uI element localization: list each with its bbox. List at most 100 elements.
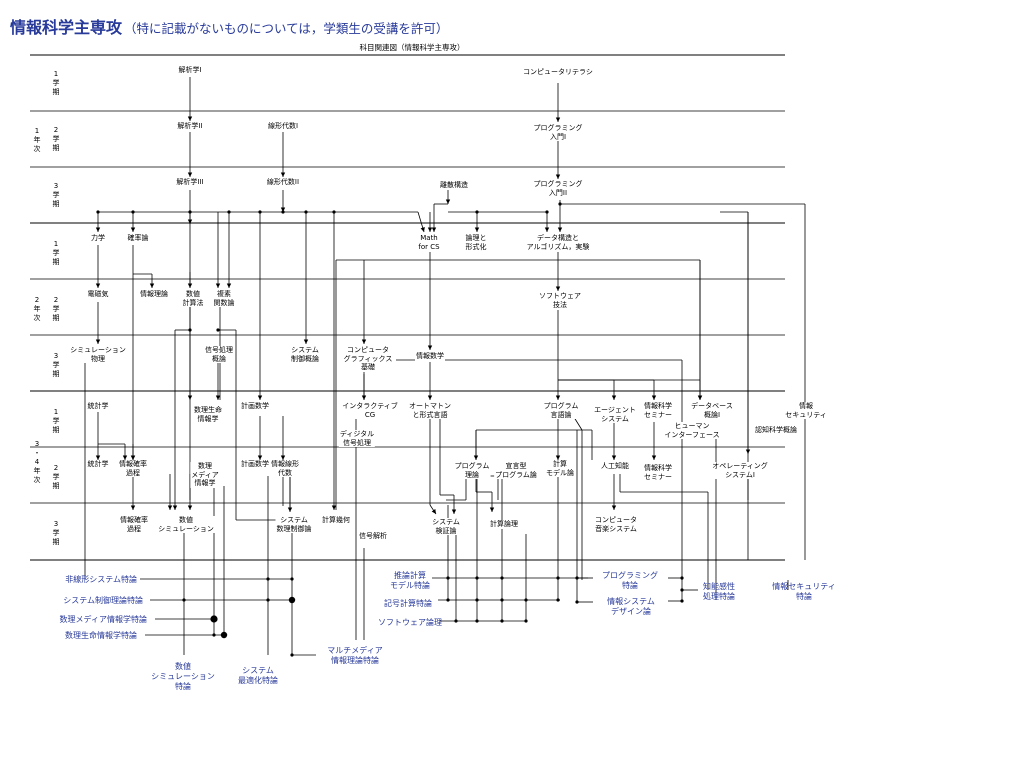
course-comp-literacy: コンピュータリテラシ xyxy=(522,68,594,77)
course-shingo-kaiseki: 信号解析 xyxy=(358,532,388,541)
arrowhead xyxy=(187,395,193,400)
arrowhead xyxy=(427,345,433,350)
semester-label: 1 学 期 xyxy=(52,70,60,96)
graduate-system-seigyo-riron: システム制御理論特論 xyxy=(63,596,143,605)
arrowhead xyxy=(95,283,101,288)
graduate-programming-tokuron: プログラミング 特論 xyxy=(602,571,658,590)
arrowhead xyxy=(473,455,479,460)
arrowhead xyxy=(420,227,425,232)
course-joho-kakuritsu2: 情報確率 過程 xyxy=(119,516,149,533)
course-ninchi: 認知科学概論 xyxy=(754,426,798,435)
graduate-suri-seimei-tokuron: 数理生命情報学特論 xyxy=(65,631,137,640)
graduate-suri-media-tokuron: 数理メディア情報学特論 xyxy=(59,615,147,624)
semester-label: 3 学 期 xyxy=(52,352,60,378)
course-prog-intro1: プログラミング 入門I xyxy=(532,124,584,141)
course-os: オペレーティング システムI xyxy=(711,462,769,479)
semester-label: 3 学 期 xyxy=(52,520,60,546)
junction-dot xyxy=(558,202,562,206)
arrowhead xyxy=(303,339,309,344)
page-header: 情報科学主専攻（特に記載がないものについては，学類生の受講を許可） xyxy=(10,14,448,38)
arrowhead xyxy=(226,283,232,288)
graduate-security-tokuron: 情報セキュリティ 特論 xyxy=(772,582,836,601)
junction-dot xyxy=(290,653,294,657)
graduate-suchi-sim-tokuron: 数値 シミュレーション 特論 xyxy=(151,662,215,691)
arrowhead xyxy=(280,455,286,460)
arrowhead xyxy=(172,505,178,510)
course-denjiki: 電磁気 xyxy=(86,290,110,299)
graduate-hisenkei: 非線形システム特論 xyxy=(65,575,137,584)
arrowhead xyxy=(611,505,617,510)
course-keikaku2: 計画数学 xyxy=(240,460,270,469)
arrowhead xyxy=(95,227,101,232)
course-senkei2: 線形代数II xyxy=(265,178,301,187)
course-digital-shingo: ディジタル 信号処理 xyxy=(338,430,376,447)
junction-dot xyxy=(96,210,100,214)
course-simulation: シミュレーション 物理 xyxy=(69,346,127,363)
course-math-cs: Math for CS xyxy=(417,234,441,251)
graduate-multimedia: マルチメディア 情報理論特論 xyxy=(327,646,383,665)
page-subtitle: （特に記載がないものについては，学類生の受講を許可） xyxy=(124,21,449,36)
graduate-suiron-keisan: 推論計算 モデル特論 xyxy=(390,571,430,590)
course-kakuritsu: 確率論 xyxy=(126,234,150,243)
arrowhead xyxy=(280,172,286,177)
arrowhead xyxy=(215,283,221,288)
course-tokeigaku2: 統計学 xyxy=(86,460,110,469)
arrowhead xyxy=(427,395,433,400)
arrowhead xyxy=(474,227,480,232)
arrowhead xyxy=(187,283,193,288)
junction-dot xyxy=(188,328,192,332)
arrowhead xyxy=(544,227,550,232)
arrowhead xyxy=(130,505,136,510)
course-software-gihou: ソフトウェア 技法 xyxy=(538,292,582,309)
course-agent: エージェント システム xyxy=(593,406,637,423)
junction-dot xyxy=(680,588,684,592)
graduate-system-saiteki: システム 最適化特論 xyxy=(238,666,278,685)
arrowhead xyxy=(451,509,457,514)
course-prog-riron: プログラム 理論 xyxy=(453,462,491,479)
arrowhead xyxy=(697,395,703,400)
course-tokeigaku: 統計学 xyxy=(86,402,110,411)
graduate-software-ronri: ソフトウェア論理 xyxy=(378,618,442,627)
semester-label: 2 学 期 xyxy=(52,296,60,322)
course-kaiseki3: 解析学III xyxy=(175,178,205,187)
course-cg: コンピュータ グラフィックス 基礎 xyxy=(342,346,394,372)
course-system-kensho: システム 検証論 xyxy=(431,518,461,535)
course-kaiseki2: 解析学II xyxy=(176,122,204,131)
course-senkei1: 線形代数I xyxy=(266,122,300,131)
diagram-title: 科目関連図（情報科学主専攻） xyxy=(359,43,465,52)
course-joho-sugaku: 情報数学 xyxy=(415,352,445,361)
course-prog-intro2: プログラミング 入門II xyxy=(532,180,584,197)
course-kaiseki1: 解析学I xyxy=(177,66,203,75)
arrowhead xyxy=(611,395,617,400)
arrowhead xyxy=(431,227,437,232)
arrowhead xyxy=(187,505,193,510)
arrowhead xyxy=(287,507,293,512)
year-label-34: 3 ・ 4 年 次 xyxy=(33,440,41,484)
arrowhead xyxy=(427,227,433,232)
course-fukuso: 複素 関数論 xyxy=(212,290,236,307)
course-comp-ongaku: コンピュータ 音楽システム xyxy=(594,516,638,533)
course-suchi-sim: 数値 シミュレーション xyxy=(157,516,215,533)
year-label-1: 1 年 次 xyxy=(33,127,41,153)
arrowhead xyxy=(257,455,263,460)
arrowhead xyxy=(130,455,136,460)
course-suchi-keisan: 数値 計算法 xyxy=(181,290,205,307)
arrowhead xyxy=(555,117,561,122)
arrowhead xyxy=(557,227,563,232)
course-ronri: 論理と 形式化 xyxy=(464,234,488,251)
arrowhead xyxy=(257,395,263,400)
semester-label: 1 学 期 xyxy=(52,240,60,266)
course-joho-senkei: 情報線形 代数 xyxy=(270,460,300,477)
arrowhead xyxy=(361,395,367,400)
arrowhead xyxy=(167,505,173,510)
course-data-struct: データ構造と アルゴリズム，実験 xyxy=(525,234,591,251)
junction-dot xyxy=(556,576,560,580)
arrowhead xyxy=(149,283,155,288)
course-suri-seimei: 数理生命 情報学 xyxy=(193,406,223,423)
arrowhead xyxy=(122,455,128,460)
arrowhead xyxy=(280,207,286,212)
course-keikaku1: 計画数学 xyxy=(240,402,270,411)
arrowhead xyxy=(215,395,221,400)
arrowhead xyxy=(361,339,367,344)
